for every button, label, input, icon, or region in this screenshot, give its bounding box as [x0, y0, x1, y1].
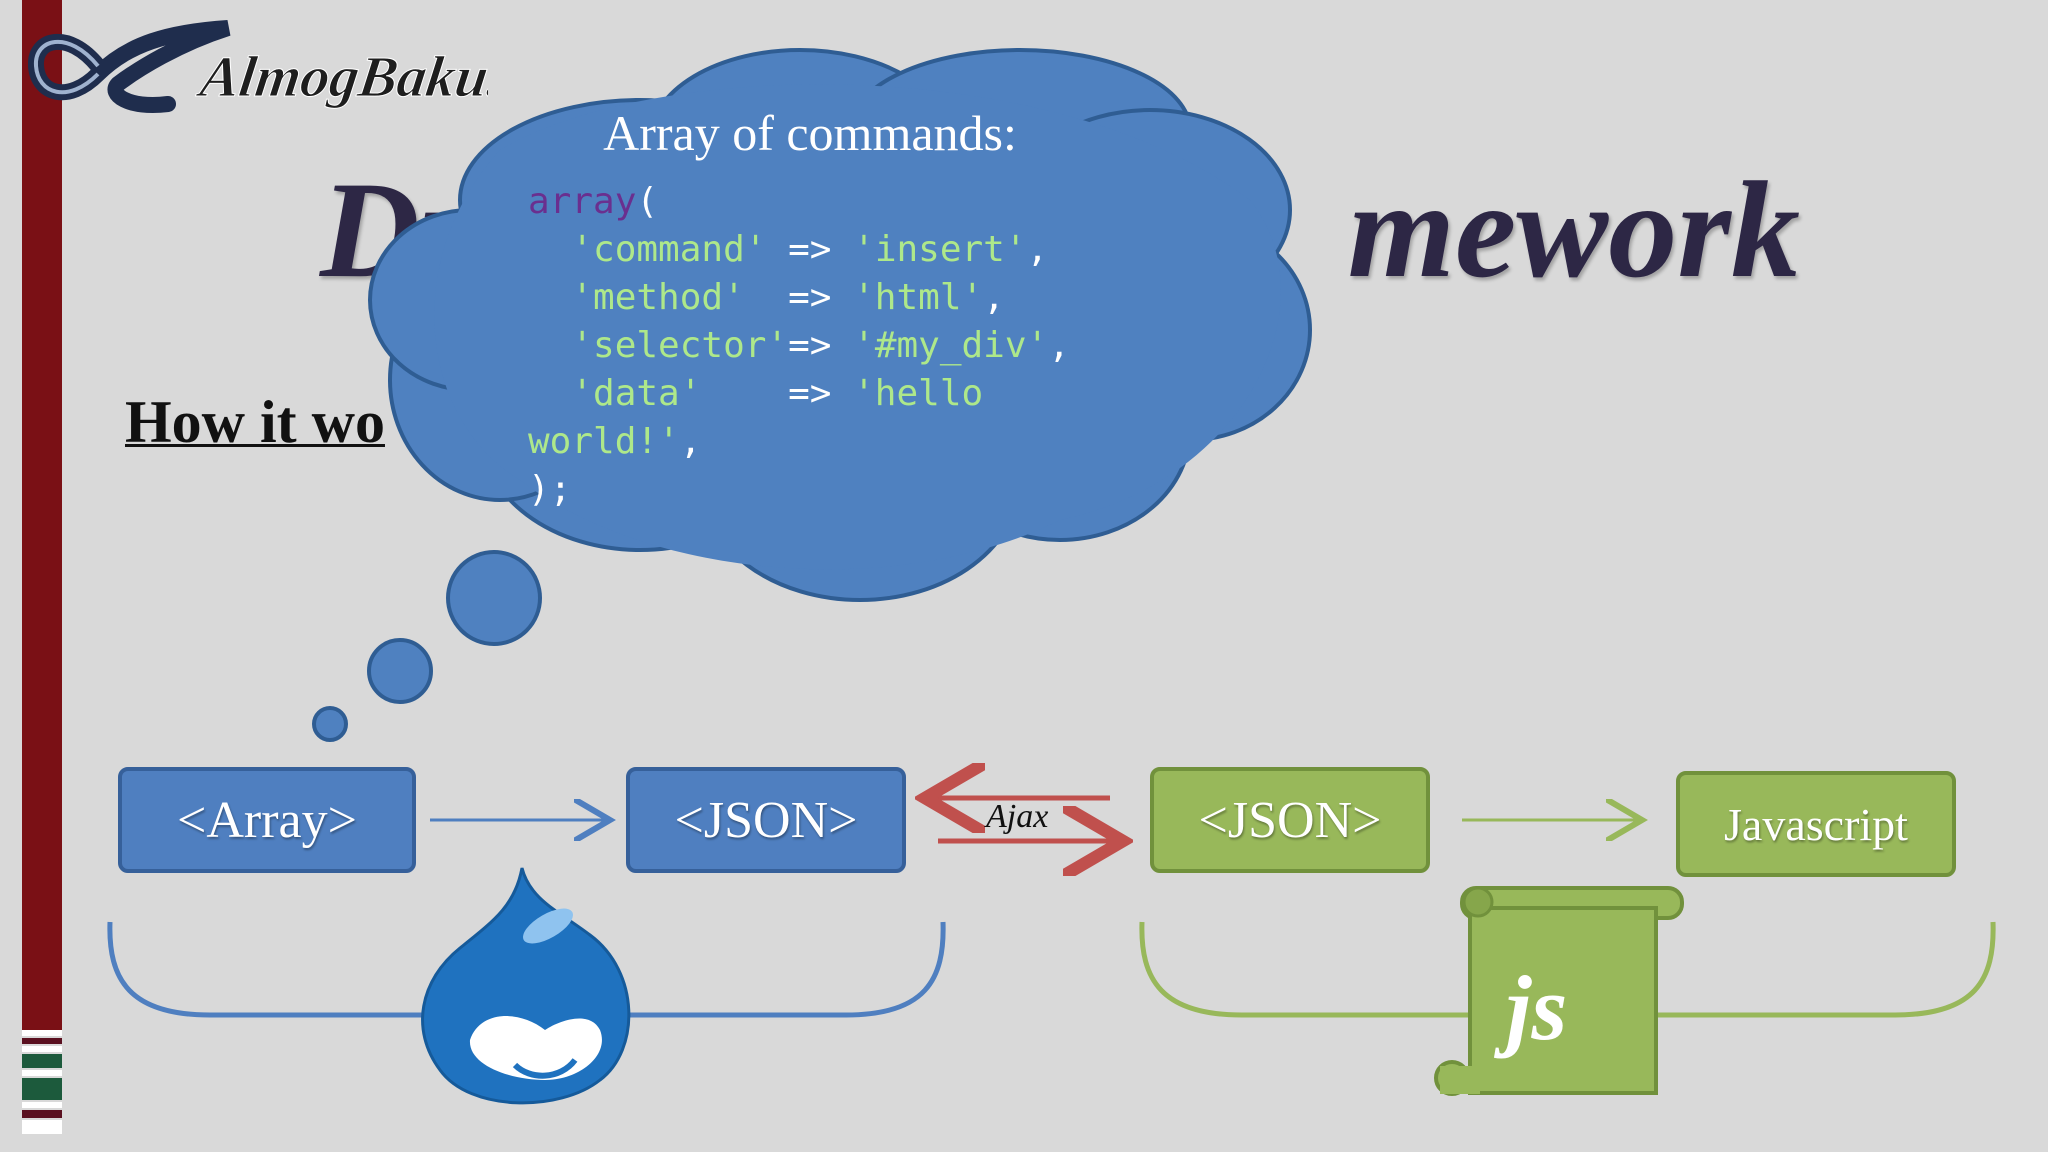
javascript-scroll-icon — [1434, 886, 1684, 1096]
code-row-key: 'command' — [571, 229, 767, 270]
drupal-drop-icon — [421, 867, 631, 1105]
array-box: <Array> — [118, 767, 416, 873]
code-wrap-comma: , — [679, 421, 702, 462]
code-array-keyword: array — [528, 181, 637, 222]
code-row-arrow: => — [701, 373, 832, 414]
code-wrap-value: world!' — [528, 421, 680, 462]
code-row-key: 'selector' — [571, 325, 789, 366]
code-row-comma: , — [983, 277, 1005, 318]
code-row-value: 'insert' — [831, 229, 1027, 270]
code-row-comma: , — [1026, 229, 1049, 270]
code-closing: ); — [528, 469, 572, 510]
slide-title: Dr mework — [320, 150, 1800, 310]
ajax-label: Ajax — [986, 798, 1049, 835]
json-box-client: <JSON> — [1150, 767, 1430, 873]
infinity-logo-icon: AlmogBaku. — [28, 20, 508, 113]
javascript-box: Javascript — [1676, 771, 1956, 877]
code-block: array( 'command' => 'insert', 'method' =… — [528, 178, 1070, 514]
logo-text: AlmogBaku. — [193, 44, 488, 109]
code-open-paren: ( — [636, 181, 659, 222]
json-box-server: <JSON> — [626, 767, 906, 873]
code-row-arrow: => — [744, 277, 832, 318]
code-row-arrow: => — [788, 325, 832, 366]
js-scroll-text: js — [1506, 957, 1568, 1059]
left-stripes-decoration — [22, 1030, 62, 1134]
cloud-title: Array of commands: — [603, 105, 1017, 161]
thought-bubble-small — [312, 706, 348, 742]
code-row-arrow: => — [766, 229, 832, 270]
code-row-key: 'data' — [571, 373, 702, 414]
slide-subtitle: How it wo — [125, 389, 385, 455]
code-row-comma: , — [1048, 325, 1070, 366]
code-row-key: 'method' — [571, 277, 745, 318]
thought-bubble-medium — [367, 638, 433, 704]
slide-title-right: mework — [1347, 153, 1800, 306]
code-row-value: 'html' — [831, 277, 984, 318]
code-row-value: '#my_div' — [831, 325, 1049, 366]
almogbaku-logo: AlmogBaku. — [28, 14, 508, 124]
thought-bubble-large — [446, 550, 542, 646]
code-row-value: 'hello — [831, 373, 984, 414]
left-accent-bar — [22, 0, 62, 1030]
